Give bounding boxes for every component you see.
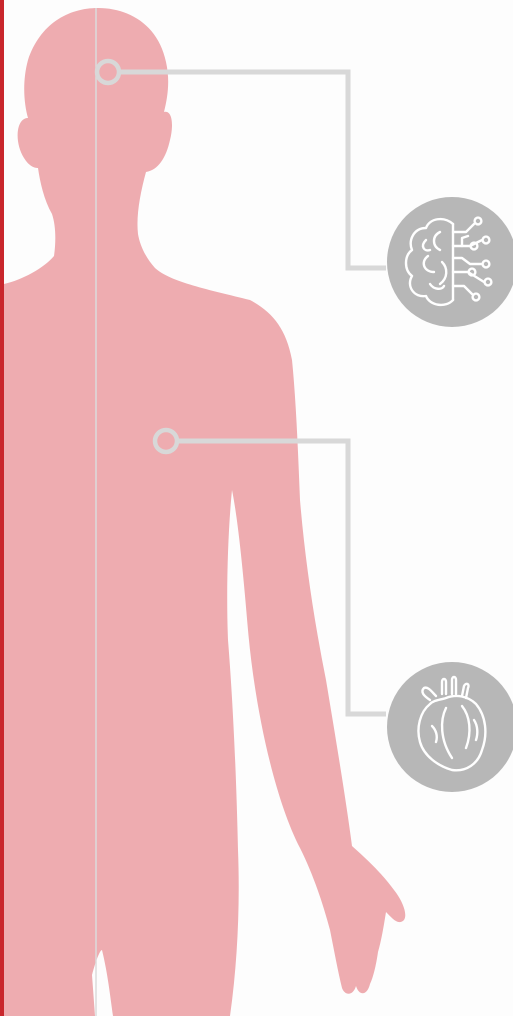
marker-head (97, 61, 119, 83)
body-silhouette (4, 8, 405, 1016)
brain-callout-icon[interactable] (387, 197, 513, 327)
heart-icon-circle (387, 662, 513, 792)
marker-chest (155, 430, 177, 452)
heart-callout-icon[interactable] (387, 662, 513, 792)
